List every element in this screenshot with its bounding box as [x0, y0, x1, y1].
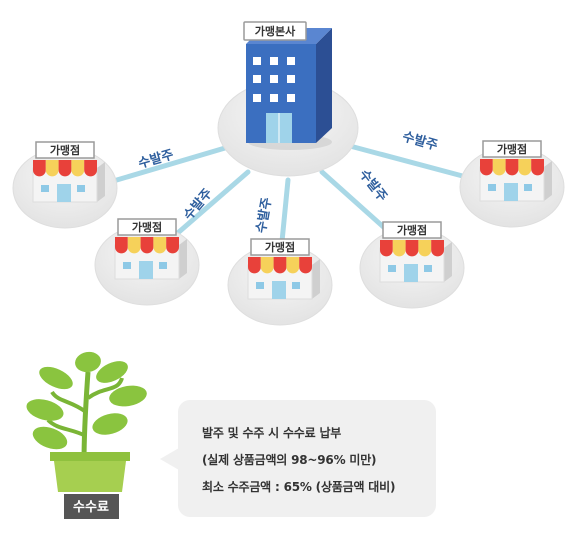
plant-illustration: 수수료	[26, 351, 147, 519]
fee-info-line-1: 발주 및 수주 시 수수료 납부	[202, 426, 342, 440]
awning-icon	[480, 159, 544, 176]
fee-info-line-3: 최소 수주금액 : 65% (상품금액 대비)	[202, 480, 396, 494]
store-sign	[117, 218, 177, 236]
awning-icon	[115, 237, 179, 254]
headquarters: 가맹본사	[217, 21, 359, 177]
franchise-store: 가맹점	[94, 218, 200, 306]
connection-line-left	[107, 145, 228, 185]
store-window	[424, 265, 432, 272]
store-side	[97, 162, 105, 202]
store-label: 가맹점	[265, 240, 295, 254]
store-label: 가맹점	[497, 142, 527, 156]
store-sign	[382, 221, 442, 239]
store-label: 가맹점	[132, 220, 162, 234]
store-door	[139, 261, 153, 279]
store-door	[272, 281, 286, 299]
store-label: 가맹점	[397, 223, 427, 237]
store-sign	[482, 140, 542, 158]
order-label-right-mid: 수발주	[356, 166, 391, 204]
franchise-store: 가맹점	[12, 141, 118, 229]
hq-building	[246, 28, 332, 143]
store-window	[292, 282, 300, 289]
franchise-store: 가맹점	[359, 221, 465, 309]
fee-label: 수수료	[73, 500, 109, 515]
store-side	[179, 239, 187, 279]
store-window	[256, 282, 264, 289]
store-door	[404, 264, 418, 282]
store-side	[312, 259, 320, 299]
store-window	[41, 185, 49, 192]
store-window	[77, 185, 85, 192]
store-side	[444, 242, 452, 282]
fee-info-bubble: 발주 및 수주 시 수수료 납부 (실제 상품금액의 98~96% 미만) 최소…	[178, 400, 436, 517]
store-label: 가맹점	[50, 143, 80, 157]
store-window	[488, 184, 496, 191]
awning-icon	[248, 257, 312, 274]
store-window	[123, 262, 131, 269]
store-door	[504, 183, 518, 201]
hq-sign: 가맹본사	[243, 21, 307, 41]
franchise-store: 가맹점	[227, 238, 333, 326]
connection-line-left-mid	[169, 169, 251, 241]
fee-tag: 수수료	[64, 494, 119, 519]
order-label-right: 수발주	[401, 129, 440, 154]
plant-pot	[50, 452, 130, 492]
store-window	[159, 262, 167, 269]
store-window	[388, 265, 396, 272]
order-label-center: 수발주	[253, 196, 275, 234]
speech-bubble-tail	[160, 448, 179, 470]
store-sign	[250, 238, 310, 256]
plant-leaves-icon	[26, 351, 147, 463]
store-sign	[35, 141, 95, 159]
store-door	[57, 184, 71, 202]
connection-line-right	[347, 143, 473, 181]
store-window	[524, 184, 532, 191]
awning-icon	[33, 160, 97, 177]
franchise-store: 가맹점	[459, 140, 565, 228]
fee-info-line-2: (실제 상품금액의 98~96% 미만)	[202, 453, 377, 467]
hq-label: 가맹본사	[255, 24, 296, 38]
awning-icon	[380, 240, 444, 257]
store-side	[544, 161, 552, 201]
